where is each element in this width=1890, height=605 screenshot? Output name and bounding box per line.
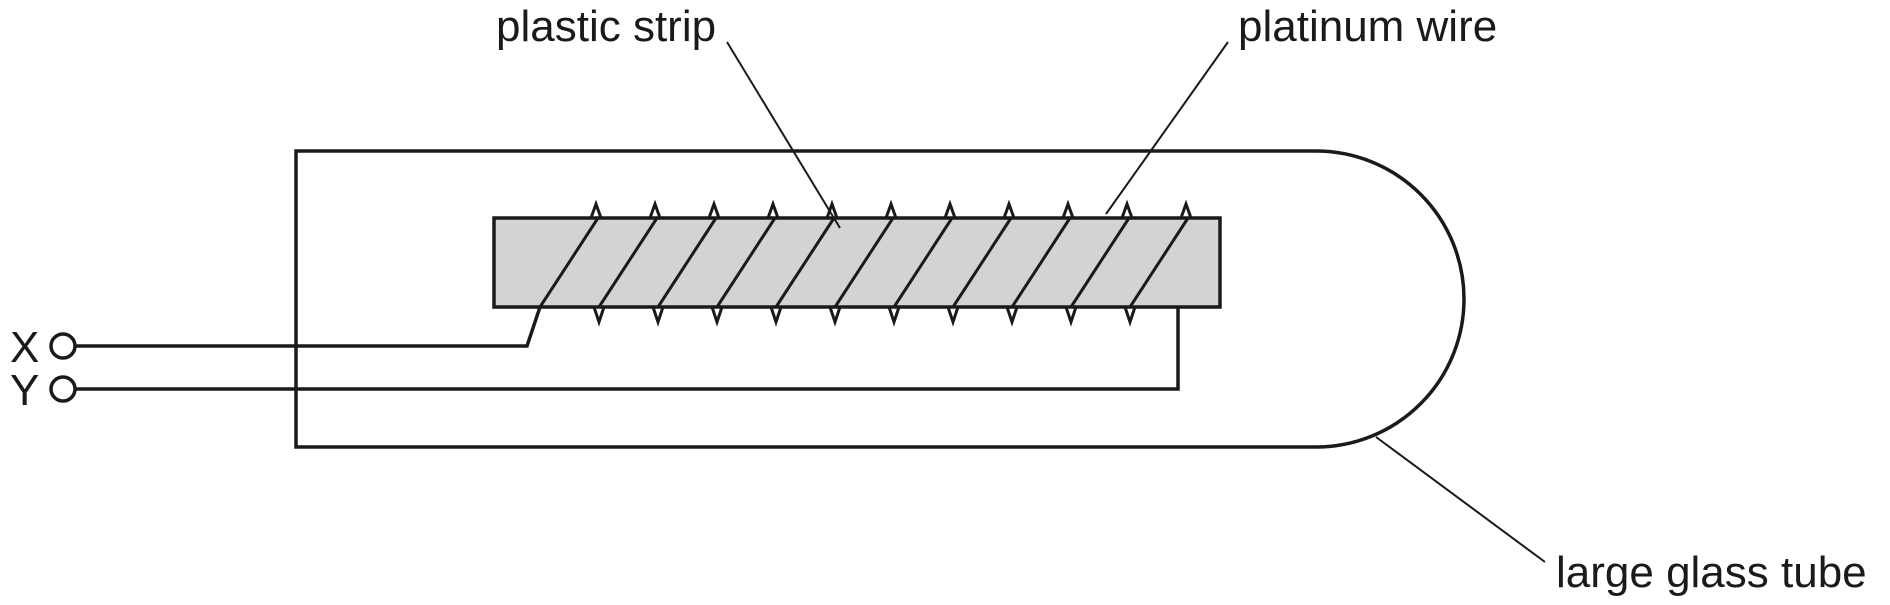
leader-line-glass-tube: [1375, 436, 1546, 563]
coil-bottom-dip: [828, 306, 842, 327]
coil-bottom-dip: [651, 306, 665, 327]
coil-bottom-dip: [1005, 306, 1019, 327]
label-platinum-wire: platinum wire: [1238, 2, 1497, 51]
coil-bottom-dip: [592, 306, 606, 327]
lead-wire-x: [75, 306, 542, 348]
coil-top-peak: [1179, 199, 1193, 219]
coil-top-peak: [884, 199, 898, 219]
platinum-wire-coil: [538, 199, 1193, 327]
coil-strand: [597, 217, 659, 308]
glass-tube-outline: [294, 149, 1466, 449]
coil-bottom-dip: [1123, 306, 1137, 327]
coil-bottom-dip: [1064, 306, 1078, 327]
coil-top-peak: [589, 199, 603, 219]
coil-strand: [951, 217, 1013, 308]
lead-wire-y: [75, 307, 1180, 391]
coil-strand: [833, 217, 895, 308]
leader-line-plastic-strip: [726, 41, 841, 229]
coil-top-peak: [825, 199, 839, 219]
terminal-x-circle: [49, 332, 77, 360]
leader-line-platinum-wire: [1105, 41, 1229, 215]
coil-strand: [1069, 217, 1131, 308]
coil-bottom-dip: [946, 306, 960, 327]
coil-strand: [774, 217, 836, 308]
coil-strand: [892, 217, 954, 308]
label-plastic-strip: plastic strip: [496, 2, 716, 51]
coil-top-peak: [1061, 199, 1075, 219]
coil-strand: [715, 217, 777, 308]
coil-top-peak: [1002, 199, 1016, 219]
terminal-x-label: X: [10, 323, 39, 372]
coil-bottom-dip: [769, 306, 783, 327]
coil-bottom-dip: [710, 306, 724, 327]
plastic-strip: [492, 216, 1222, 309]
coil-strand: [538, 217, 600, 308]
coil-top-peak: [707, 199, 721, 219]
terminal-y-circle: [49, 375, 77, 403]
coil-top-peak: [1120, 199, 1134, 219]
label-large-glass-tube: large glass tube: [1556, 548, 1867, 597]
coil-strand: [656, 217, 718, 308]
coil-strand: [1010, 217, 1072, 308]
coil-top-peak: [943, 199, 957, 219]
coil-bottom-dip: [887, 306, 901, 327]
coil-top-peak: [648, 199, 662, 219]
coil-top-peak: [766, 199, 780, 219]
terminal-y-label: Y: [10, 366, 39, 415]
coil-strand: [1128, 217, 1190, 308]
